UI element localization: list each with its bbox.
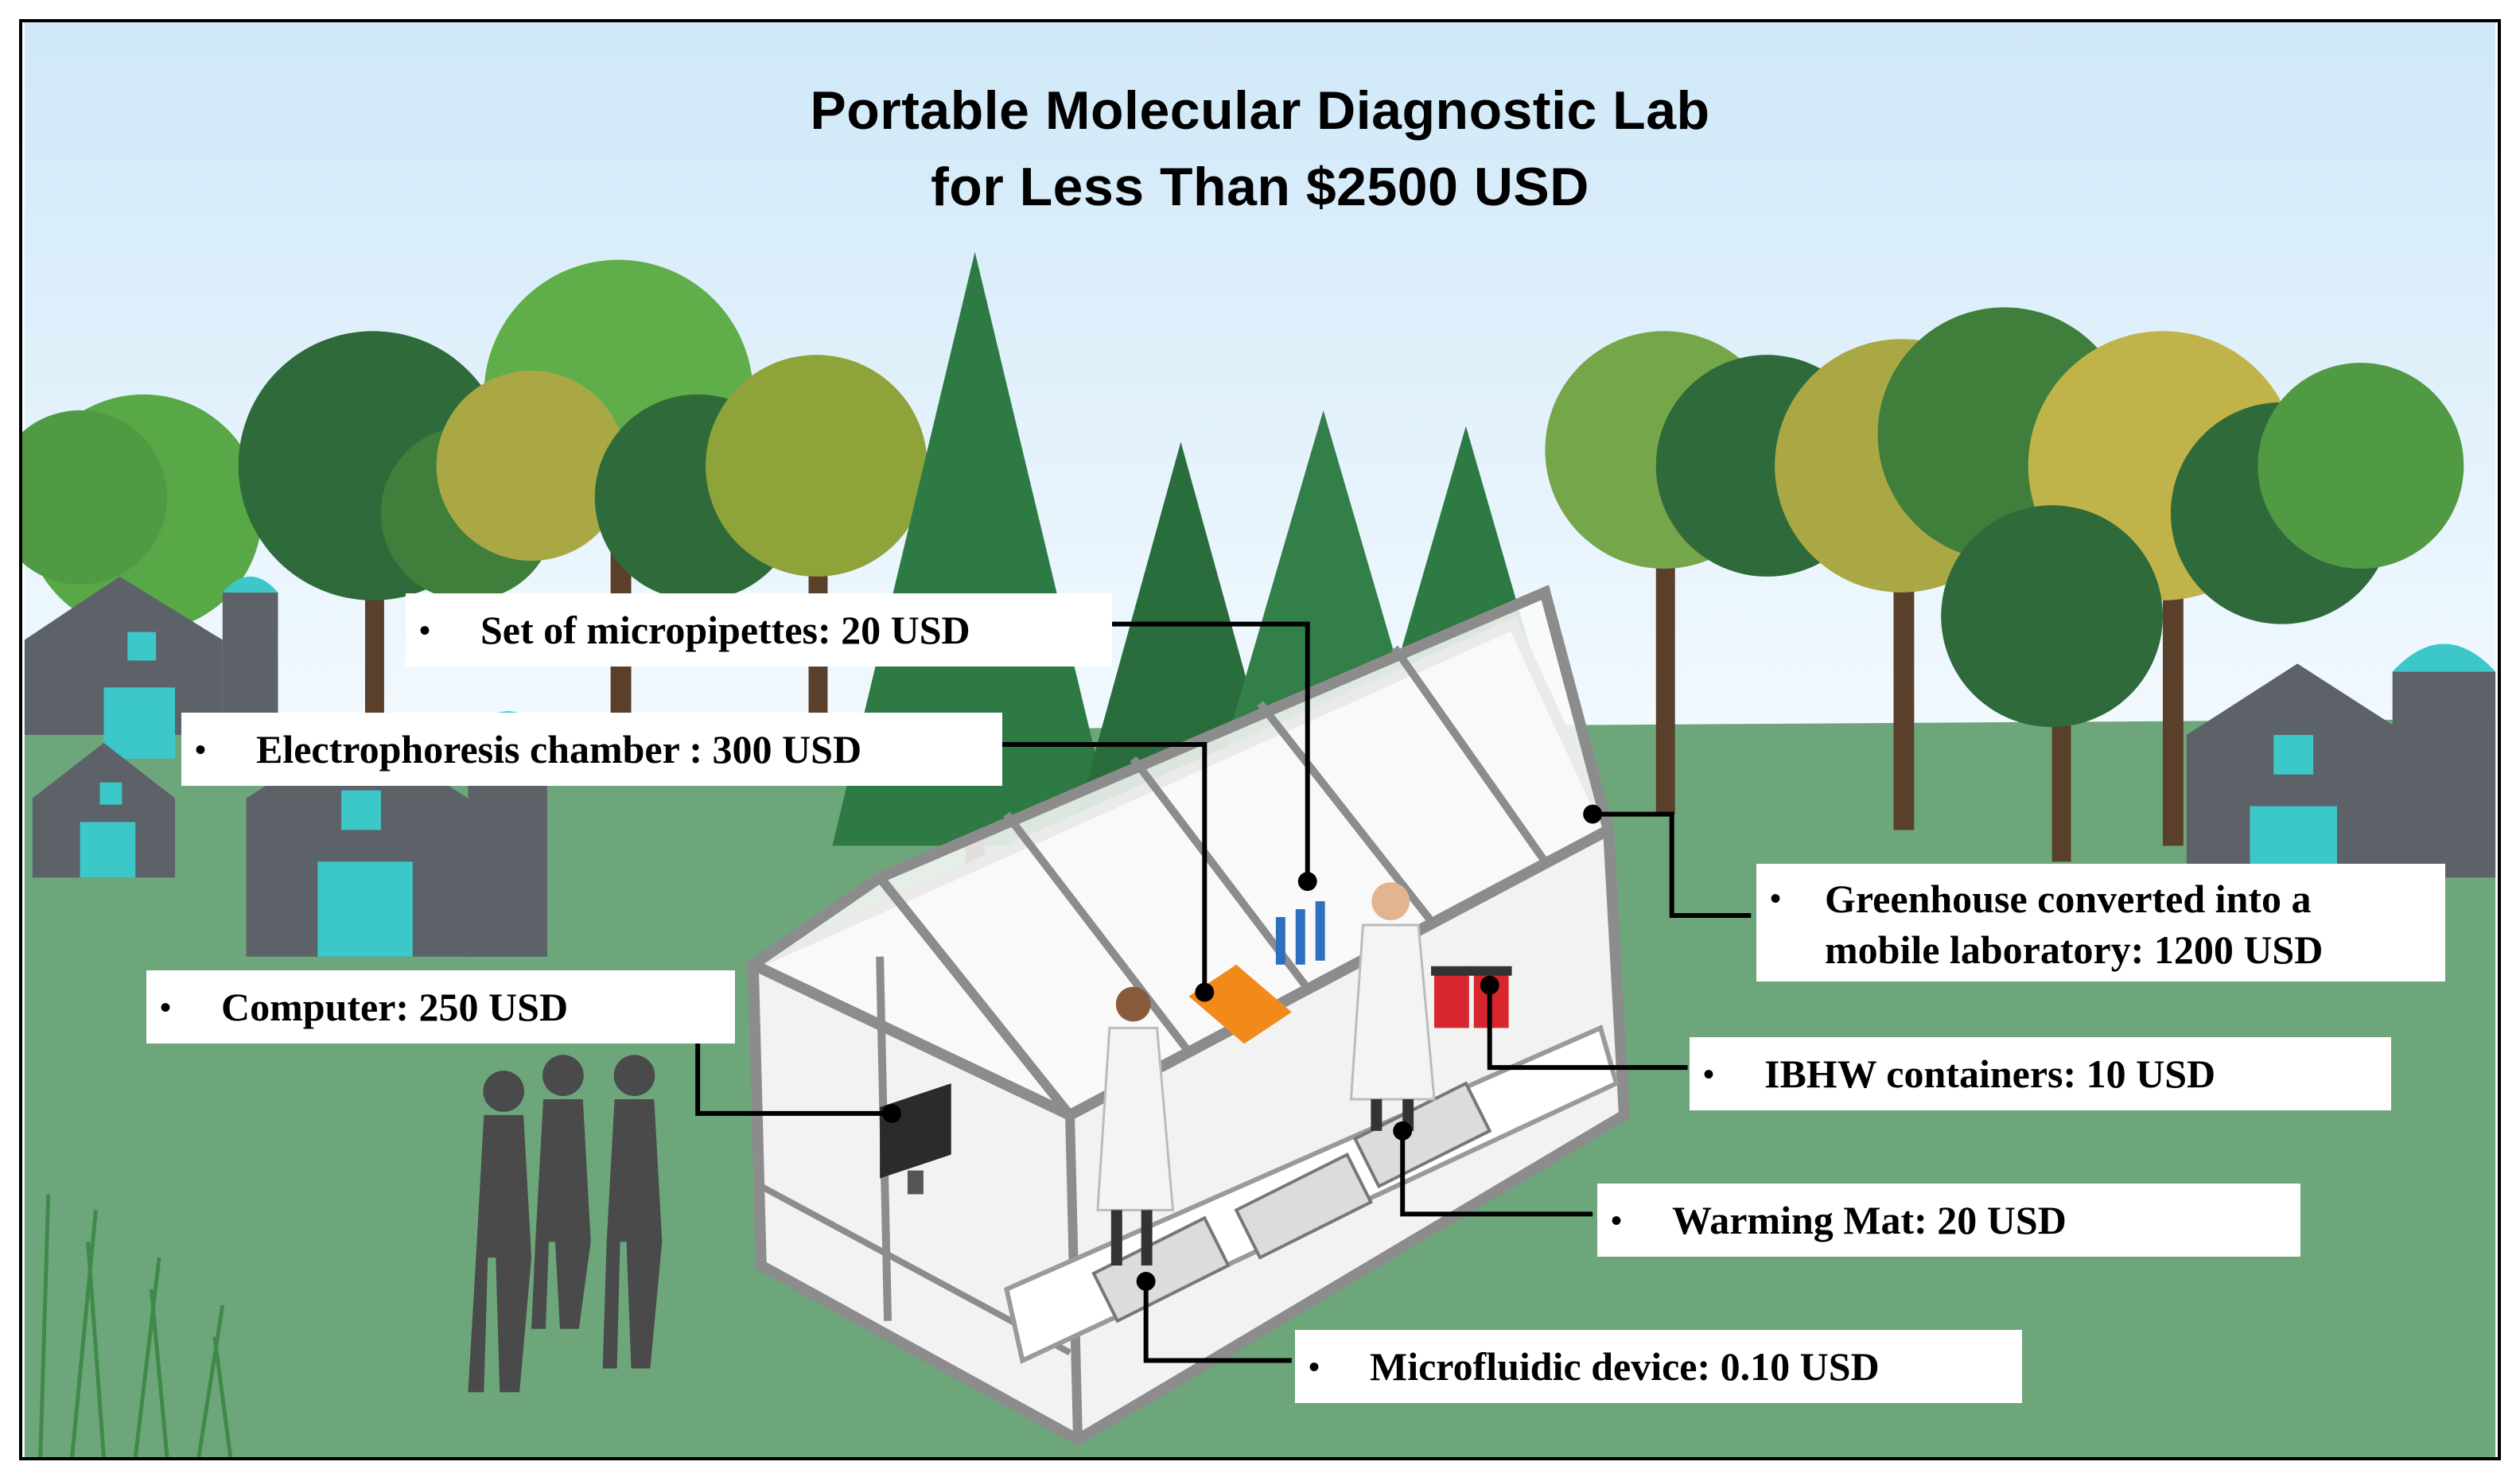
electrophoresis-chamber-icon	[1188, 964, 1292, 1044]
greenhouse-label: • Greenhouse converted into a mobile lab…	[1756, 864, 2445, 982]
title-line-2: for Less Than $2500 USD	[931, 157, 1589, 217]
bullet-icon: •	[1769, 880, 1781, 916]
deciduous-tree-icon	[1941, 505, 2163, 862]
bullet-icon: •	[159, 989, 171, 1025]
figure-frame: Portable Molecular Diagnostic Lab for Le…	[19, 19, 2501, 1460]
warming-mat-icon	[1091, 1081, 1492, 1324]
computer-text: Computer: 250 USD	[221, 985, 569, 1029]
grass-tuft	[38, 1194, 233, 1457]
leader-lines	[695, 621, 1752, 1363]
bullet-icon: •	[1702, 1055, 1714, 1092]
bullet-icon: •	[1610, 1202, 1622, 1238]
person-silhouette-icon	[468, 1071, 532, 1393]
warming-mat-label: • Warming Mat: 20 USD	[1597, 1184, 2300, 1257]
greenhouse-text: Greenhouse converted into a mobile labor…	[1795, 873, 2323, 975]
scientist-icon	[1096, 986, 1175, 1266]
micropipettes-text: Set of micropipettes: 20 USD	[480, 608, 970, 652]
bullet-icon: •	[1308, 1348, 1320, 1385]
bullet-icon: •	[418, 612, 430, 648]
electrophoresis-text: Electrophoresis chamber : 300 USD	[256, 727, 862, 772]
scientist-icon	[1349, 882, 1436, 1131]
deciduous-tree-icon	[2028, 331, 2464, 846]
microfluidic-label: • Microfluidic device: 0.10 USD	[1295, 1330, 2022, 1403]
computer-label: • Computer: 250 USD	[146, 970, 735, 1044]
person-silhouette-icon	[531, 1055, 591, 1329]
microfluidic-text: Microfluidic device: 0.10 USD	[1370, 1344, 1880, 1389]
title-line-1: Portable Molecular Diagnostic Lab	[810, 80, 1710, 141]
greenhouse-text-line-1: Greenhouse converted into a	[1825, 877, 2312, 921]
micropipette-icon	[1275, 901, 1325, 965]
barn-icon	[2186, 643, 2496, 878]
ibhw-text: IBHW containers: 10 USD	[1764, 1051, 2216, 1096]
electrophoresis-label: • Electrophoresis chamber : 300 USD	[181, 713, 1002, 786]
greenhouse-icon	[741, 585, 1631, 1447]
warming-mat-text: Warming Mat: 20 USD	[1672, 1198, 2067, 1242]
greenhouse-text-line-2: mobile laboratory: 1200 USD	[1825, 927, 2324, 972]
bullet-icon: •	[194, 731, 206, 768]
person-silhouette-icon	[602, 1055, 663, 1369]
barn-icon	[32, 742, 176, 878]
ibhw-label: • IBHW containers: 10 USD	[1690, 1037, 2391, 1110]
lab-scene	[22, 22, 2496, 1457]
micropipettes-label: • Set of micropipettes: 20 USD	[406, 593, 1112, 667]
